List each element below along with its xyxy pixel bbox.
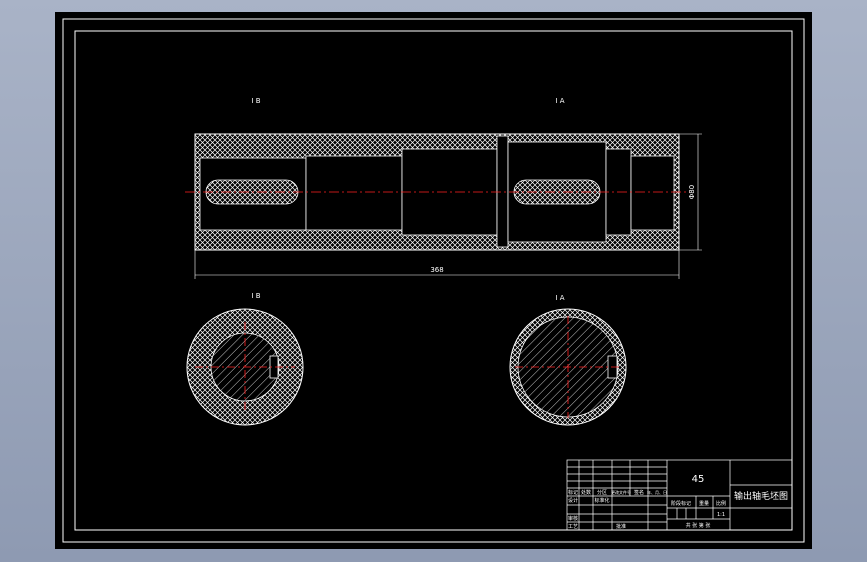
standardization-label: 标准化	[594, 497, 609, 504]
shaft-longitudinal-section	[185, 133, 690, 251]
scale-label: 比例	[716, 500, 726, 507]
diameter-text: Φ80	[688, 185, 696, 199]
sheet-info: 共 张 第 张	[686, 522, 711, 529]
header-zone: 分区	[597, 489, 607, 496]
header-count: 处数	[581, 489, 591, 496]
section-label-a: I A	[555, 97, 564, 105]
row-process: 工艺	[568, 524, 578, 530]
cross-section-a	[509, 308, 627, 426]
length-text: 368	[430, 266, 443, 274]
view-label-a: I A	[555, 294, 564, 302]
shaft-step-2	[305, 155, 403, 231]
inner-frame	[74, 30, 793, 531]
drawing-name: 输出轴毛坯图	[734, 490, 788, 502]
header-date: 年、月、日	[647, 489, 667, 495]
header-sign: 签名	[634, 489, 644, 496]
approval-label: 批准	[616, 523, 626, 530]
header-mark: 标记	[568, 489, 578, 496]
drawing-sheet	[55, 12, 812, 549]
title-block-text: 标记 处数 分区 更改文件号 签名 年、月、日 设计 审核 工艺 标准化 批准 …	[568, 474, 788, 530]
length-dimension: 368	[194, 250, 680, 279]
cross-section-b	[186, 308, 304, 426]
scale-value: 1:1	[717, 512, 725, 518]
shaft-collar	[496, 135, 509, 248]
row-design: 设计	[568, 497, 578, 504]
weight-label: 重量	[699, 500, 709, 507]
outer-frame	[62, 18, 805, 543]
header-doc: 更改文件号	[611, 489, 631, 495]
section-label-b: I B	[251, 97, 260, 105]
shaft-step-6	[630, 155, 675, 231]
title-block	[566, 459, 793, 531]
material-text: 45	[692, 474, 705, 485]
stage-mark-label: 阶段标记	[671, 500, 691, 507]
view-label-b: I B	[251, 292, 260, 300]
row-review: 审核	[568, 515, 578, 522]
diameter-dimension: Φ80	[679, 133, 702, 251]
